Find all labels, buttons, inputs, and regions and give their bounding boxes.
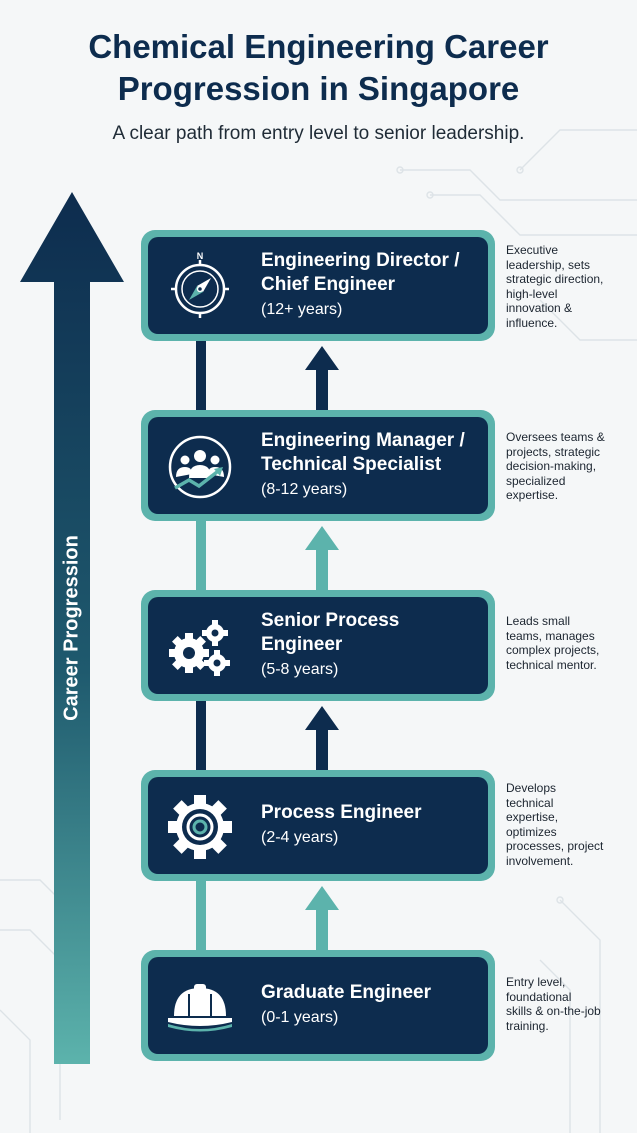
stage-card-body: Graduate Engineer (0-1 years) [148, 957, 488, 1054]
career-progression-text: Career Progression [60, 535, 83, 721]
stage-years: (0-1 years) [261, 1009, 339, 1026]
stage-text: Graduate Engineer (0-1 years) [261, 957, 484, 1054]
stage-title: Process Engineer [261, 801, 484, 825]
step-arrow-up [305, 526, 339, 590]
title-line: Progression in Singapore [117, 70, 520, 107]
stage-title: Graduate Engineer [261, 981, 484, 1005]
step-arrow-up [305, 346, 339, 410]
stage-text: Engineering Director / Chief Engineer (1… [261, 237, 484, 334]
stage-card-senior-process-engineer: Senior Process Engineer (5-8 years) [141, 590, 495, 701]
stage-title: Engineering Director / Chief Engineer [261, 249, 484, 297]
description-line: Executive [506, 243, 559, 257]
description-line: technical [506, 795, 554, 810]
team-growth-icon [168, 435, 232, 499]
svg-text:N: N [197, 252, 204, 261]
stage-title: Senior Process Engineer [261, 609, 484, 657]
stage-description-manager: Oversees teams & projects, strategic dec… [506, 430, 628, 503]
stage-card-process-engineer: Process Engineer (2-4 years) [141, 770, 495, 881]
stage-card-body: Senior Process Engineer (5-8 years) [148, 597, 488, 694]
description-line: high-level [506, 286, 558, 301]
description-line: skills & on-the-job [506, 1004, 601, 1018]
connector-rail [196, 340, 206, 410]
description-line: Develops [506, 781, 557, 795]
stage-title-line: Chief Engineer [261, 274, 396, 295]
stage-card-manager: Engineering Manager / Technical Speciali… [141, 410, 495, 521]
stage-card-body: Engineering Manager / Technical Speciali… [148, 417, 488, 514]
step-arrow-up [305, 706, 339, 770]
gear-icon [168, 795, 232, 859]
stage-title-line: Engineering Director / [261, 250, 460, 271]
stage-title: Engineering Manager / Technical Speciali… [261, 429, 484, 477]
description-line: teams, manages [506, 628, 595, 643]
stage-text: Engineering Manager / Technical Speciali… [261, 417, 484, 514]
stage-title-line: Graduate Engineer [261, 982, 431, 1003]
stage-description-director: Executive leadership, sets strategic dir… [506, 243, 628, 330]
stage-description-graduate-engineer: Entry level, foundational skills & on-th… [506, 975, 628, 1033]
description-line: involvement. [506, 853, 574, 868]
description-line: specialized [506, 473, 566, 488]
description-line: influence. [506, 315, 558, 330]
stage-years: (5-8 years) [261, 661, 339, 678]
stage-title-line: Technical Specialist [261, 454, 442, 475]
description-line: Leads small [506, 614, 571, 628]
stage-card-director: N Engineering Director / Chief Engineer … [141, 230, 495, 341]
description-line: foundational [506, 989, 572, 1004]
page-subtitle: A clear path from entry level to senior … [112, 123, 525, 144]
description-line: expertise. [506, 488, 559, 502]
description-line: strategic direction, [506, 272, 604, 286]
stage-card-body: Process Engineer (2-4 years) [148, 777, 488, 874]
description-line: optimizes [506, 824, 557, 839]
title-line: Chemical Engineering Career [88, 28, 549, 65]
stage-card-graduate-engineer: Graduate Engineer (0-1 years) [141, 950, 495, 1061]
compass-icon: N [171, 252, 229, 318]
description-line: decision-making, [506, 459, 597, 473]
step-arrow-up [305, 886, 339, 950]
description-line: complex projects, [506, 643, 600, 657]
stage-years: (2-4 years) [261, 829, 339, 846]
stage-title-line: Engineer [261, 634, 343, 655]
stage-description-process-engineer: Develops technical expertise, optimizes … [506, 781, 628, 868]
connector-rail [196, 700, 206, 770]
stage-years: (12+ years) [261, 301, 343, 318]
gears-icon [169, 620, 230, 676]
hard-hat-icon [168, 984, 232, 1032]
career-progression-arrow [20, 192, 124, 1064]
stage-title-line: Senior Process [261, 610, 400, 631]
description-line: training. [506, 1018, 549, 1033]
stage-years: (8-12 years) [261, 481, 348, 498]
description-line: expertise, [506, 810, 559, 824]
stage-description-senior-process-engineer: Leads small teams, manages complex proje… [506, 614, 628, 672]
page-title: Chemical Engineering Career Progression … [0, 26, 637, 110]
description-line: processes, project [506, 839, 604, 853]
description-line: Oversees teams & [506, 430, 605, 444]
stage-title-line: Process Engineer [261, 802, 422, 823]
connector-rail [196, 880, 206, 950]
connector-rail [196, 520, 206, 590]
description-line: technical mentor. [506, 657, 597, 672]
description-line: innovation & [506, 301, 573, 315]
stage-title-line: Engineering Manager / [261, 430, 465, 451]
description-line: projects, strategic [506, 444, 601, 459]
stage-text: Process Engineer (2-4 years) [261, 777, 484, 874]
stage-text: Senior Process Engineer (5-8 years) [261, 597, 484, 694]
description-line: Entry level, [506, 975, 566, 989]
stage-card-body: N Engineering Director / Chief Engineer … [148, 237, 488, 334]
description-line: leadership, sets [506, 257, 591, 272]
